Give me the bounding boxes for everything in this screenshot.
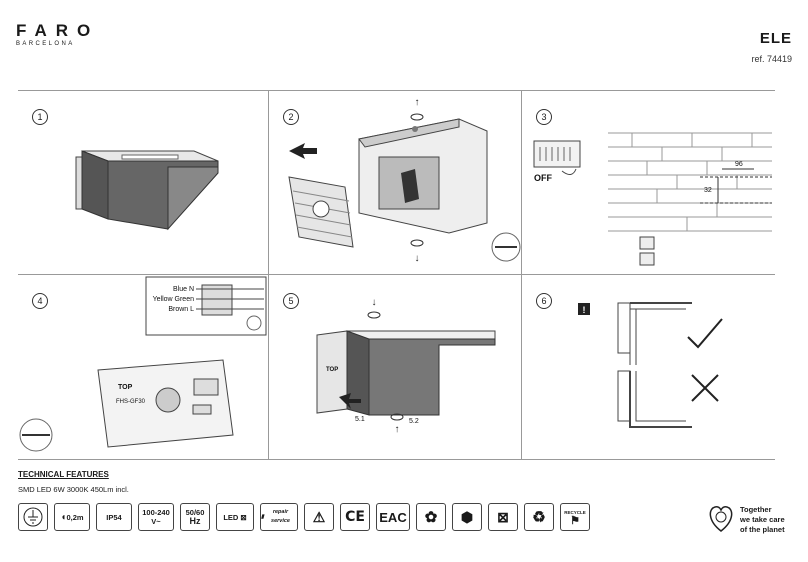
push-arrow-icon (339, 393, 361, 409)
grid-divider (268, 91, 269, 459)
voltage-unit: V~ (151, 517, 161, 526)
breaker-icon (533, 140, 581, 168)
dim-horizontal: 96 (735, 161, 743, 168)
recycle-label: RECYCLE (564, 510, 586, 515)
wall-mount-illustration: OFF 96 32 (533, 132, 772, 266)
distance-value: 0,2m (66, 512, 84, 522)
orientation-illustration: ! (578, 302, 723, 428)
light-distance-icon: ◖0,2m (54, 503, 90, 531)
packaging-icon: ⬢ (452, 503, 482, 531)
ground-icon (18, 503, 48, 531)
led-label: LED (223, 512, 239, 522)
technical-features: TECHNICAL FEATURES SMD LED 6W 3000K 450L… (18, 470, 129, 494)
tech-heading: TECHNICAL FEATURES (18, 470, 109, 479)
up-arrow-icon: ↑ (395, 424, 400, 435)
brand-sub: BARCELONA (16, 41, 75, 47)
product-name: ELE (759, 30, 792, 47)
repair-icon: ▮ repair service (260, 503, 298, 531)
care-text: Together we take care of the planet (740, 505, 785, 535)
down-arrow-icon: ↓ (415, 253, 420, 264)
product-ref: ref. 74419 (751, 54, 792, 64)
model-label: FHS-GF30 (116, 399, 146, 405)
instruction-grid: 1 2 ↑ ↓ (18, 90, 775, 460)
step-5-number: 5 (283, 293, 299, 309)
up-arrow-icon: ↑ (415, 97, 420, 108)
step-6-number: 6 (536, 293, 552, 309)
ce-icon: CE (340, 503, 370, 531)
step-5-1-label: 5.1 (355, 416, 365, 423)
voltage-value: 100-240 (142, 508, 170, 517)
step-3-number: 3 (536, 109, 552, 125)
wire-brown-label: Brown L (168, 306, 194, 313)
dim-vertical: 32 (704, 187, 712, 194)
tech-spec: SMD LED 6W 3000K 450Lm incl. (18, 485, 129, 494)
screwdriver-icon (491, 232, 521, 262)
ip-value: IP54 (106, 512, 122, 522)
step-2-panel: 2 ↑ ↓ (269, 91, 521, 274)
wiring-illustration: Blue N Yellow Green Brown L TOP FHS-GF30 (19, 276, 267, 452)
planet-care: Together we take care of the planet (706, 499, 796, 539)
recycle-icon: ♻ (524, 503, 554, 531)
assembly-illustration: ↓ TOP 5.1 ↑ 5.2 (316, 297, 496, 435)
drill-template-icon (639, 236, 655, 250)
wire-blue-label: Blue N (173, 286, 194, 293)
step-4-panel: 4 Blue N Yellow Green Brown L TOP FHS-GF… (18, 275, 268, 459)
rotate-icon (367, 311, 381, 319)
svg-text:!: ! (583, 305, 586, 315)
care-line-3: of the planet (740, 525, 785, 534)
rotate-icon (390, 413, 404, 421)
care-line-1: Together (740, 505, 772, 514)
down-arrow-icon: ↓ (372, 297, 377, 308)
ip-icon: IP54 (96, 503, 132, 531)
step-6-panel: 6 ! (522, 275, 775, 459)
step-3-panel: 3 OFF 96 32 (522, 91, 775, 274)
screwdriver-icon (246, 315, 262, 331)
top-label: TOP (118, 384, 133, 391)
brand-logo: FARO BARCELONA (16, 22, 99, 47)
screwdriver-icon (19, 418, 53, 452)
wall-lamp-illustration (75, 150, 219, 231)
repair-label: repair service (271, 509, 290, 524)
led-no-replace-icon: LED⊠ (216, 503, 254, 531)
check-icon (687, 318, 723, 349)
terminal-block-icon (201, 284, 233, 316)
step-1-number: 1 (32, 109, 48, 125)
voltage-icon: 100-240 V~ (138, 503, 174, 531)
drill-template-icon (639, 252, 655, 266)
top-label: TOP (326, 367, 338, 373)
rotate-icon (410, 113, 424, 121)
freq-value: 50/60 (185, 508, 205, 517)
planet-care-icon (709, 506, 733, 532)
brand-name: FARO (16, 21, 100, 40)
warning-icon (578, 303, 590, 315)
step-5-panel: 5 ↓ TOP 5.1 ↑ 5.2 (269, 275, 521, 459)
freq-unit: Hz (189, 516, 201, 526)
step-4-number: 4 (32, 293, 48, 309)
grid-divider (18, 274, 775, 275)
esd-icon: ⚠ (304, 503, 334, 531)
hand-icon (561, 168, 577, 175)
certification-badges: ◖0,2m IP54 100-240 V~ 50/60 Hz LED⊠ ▮ re… (18, 503, 590, 533)
pull-arrow-icon (289, 143, 317, 159)
recycle-box-icon: RECYCLE⚑ (560, 503, 590, 531)
tuv-icon: ✿ (416, 503, 446, 531)
care-line-2: we take care (740, 515, 785, 524)
step-5-2-label: 5.2 (409, 418, 419, 425)
off-label: OFF (534, 173, 552, 183)
step-2-number: 2 (283, 109, 299, 125)
step-1-panel: 1 (18, 91, 268, 274)
frequency-icon: 50/60 Hz (180, 503, 210, 531)
disassembly-illustration: ↑ ↓ (288, 97, 521, 264)
eac-icon: EAC (376, 503, 410, 531)
weee-bin-icon: ⊠ (488, 503, 518, 531)
grid-divider (521, 91, 522, 459)
wire-yellow-green-label: Yellow Green (153, 296, 194, 303)
rotate-icon (410, 239, 424, 247)
